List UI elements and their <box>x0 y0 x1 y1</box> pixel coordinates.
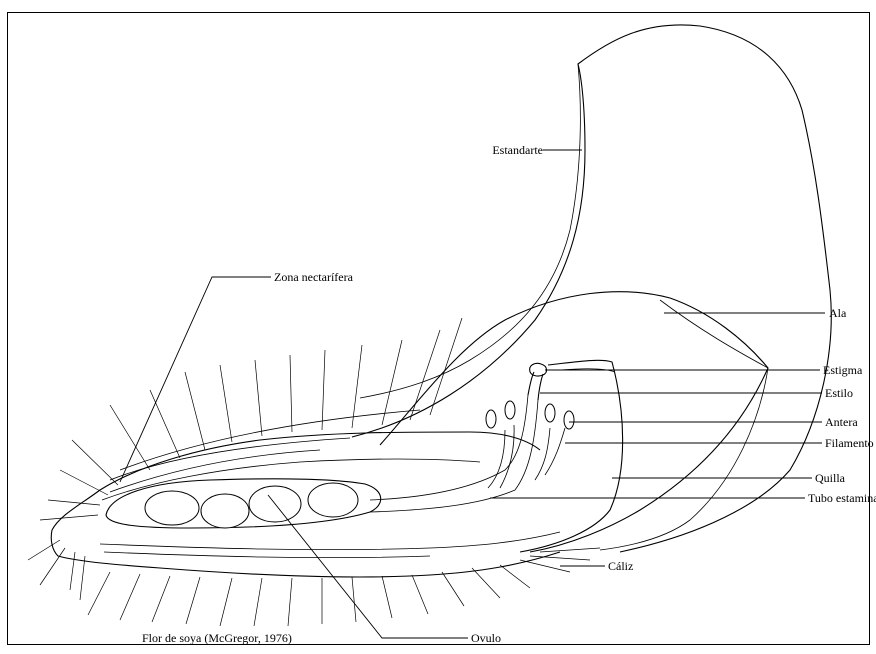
label-estandarte: Estandarte <box>492 143 543 157</box>
leader-zona-nectarifera <box>120 277 271 482</box>
anther-2 <box>505 401 515 419</box>
ovule-2 <box>201 494 249 528</box>
anther-4 <box>564 411 574 429</box>
figure-frame <box>8 13 870 645</box>
standard-petal <box>352 25 831 552</box>
calyx-hairs <box>28 318 600 626</box>
anther-3 <box>545 404 555 422</box>
stamen-tube-and-style <box>370 363 565 512</box>
stigma <box>530 363 547 376</box>
anther-1 <box>486 410 496 428</box>
label-ala: Ala <box>829 306 847 320</box>
label-filamento: Filamento <box>825 436 874 450</box>
label-antera: Antera <box>825 415 858 429</box>
ovule-4 <box>308 483 358 517</box>
label-estilo: Estilo <box>825 386 853 400</box>
label-caliz: Cáliz <box>608 559 633 573</box>
figure-caption: Flor de soya (McGregor, 1976) <box>142 631 292 645</box>
ovule-1 <box>145 491 199 525</box>
leader-lines <box>120 150 825 638</box>
label-tubo-estaminal: Tubo estaminal <box>808 491 876 505</box>
label-ovulo: Ovulo <box>471 631 501 645</box>
leader-ovulo <box>268 495 468 638</box>
label-zona-nectarifera: Zona nectarífera <box>274 270 354 284</box>
keel-petal <box>520 360 623 552</box>
label-quilla: Quilla <box>815 471 846 485</box>
labels: Estandarte Zona nectarífera Ala Estigma … <box>142 143 876 645</box>
anthers <box>486 401 574 429</box>
label-estigma: Estigma <box>823 363 863 377</box>
calyx-body <box>51 410 560 577</box>
